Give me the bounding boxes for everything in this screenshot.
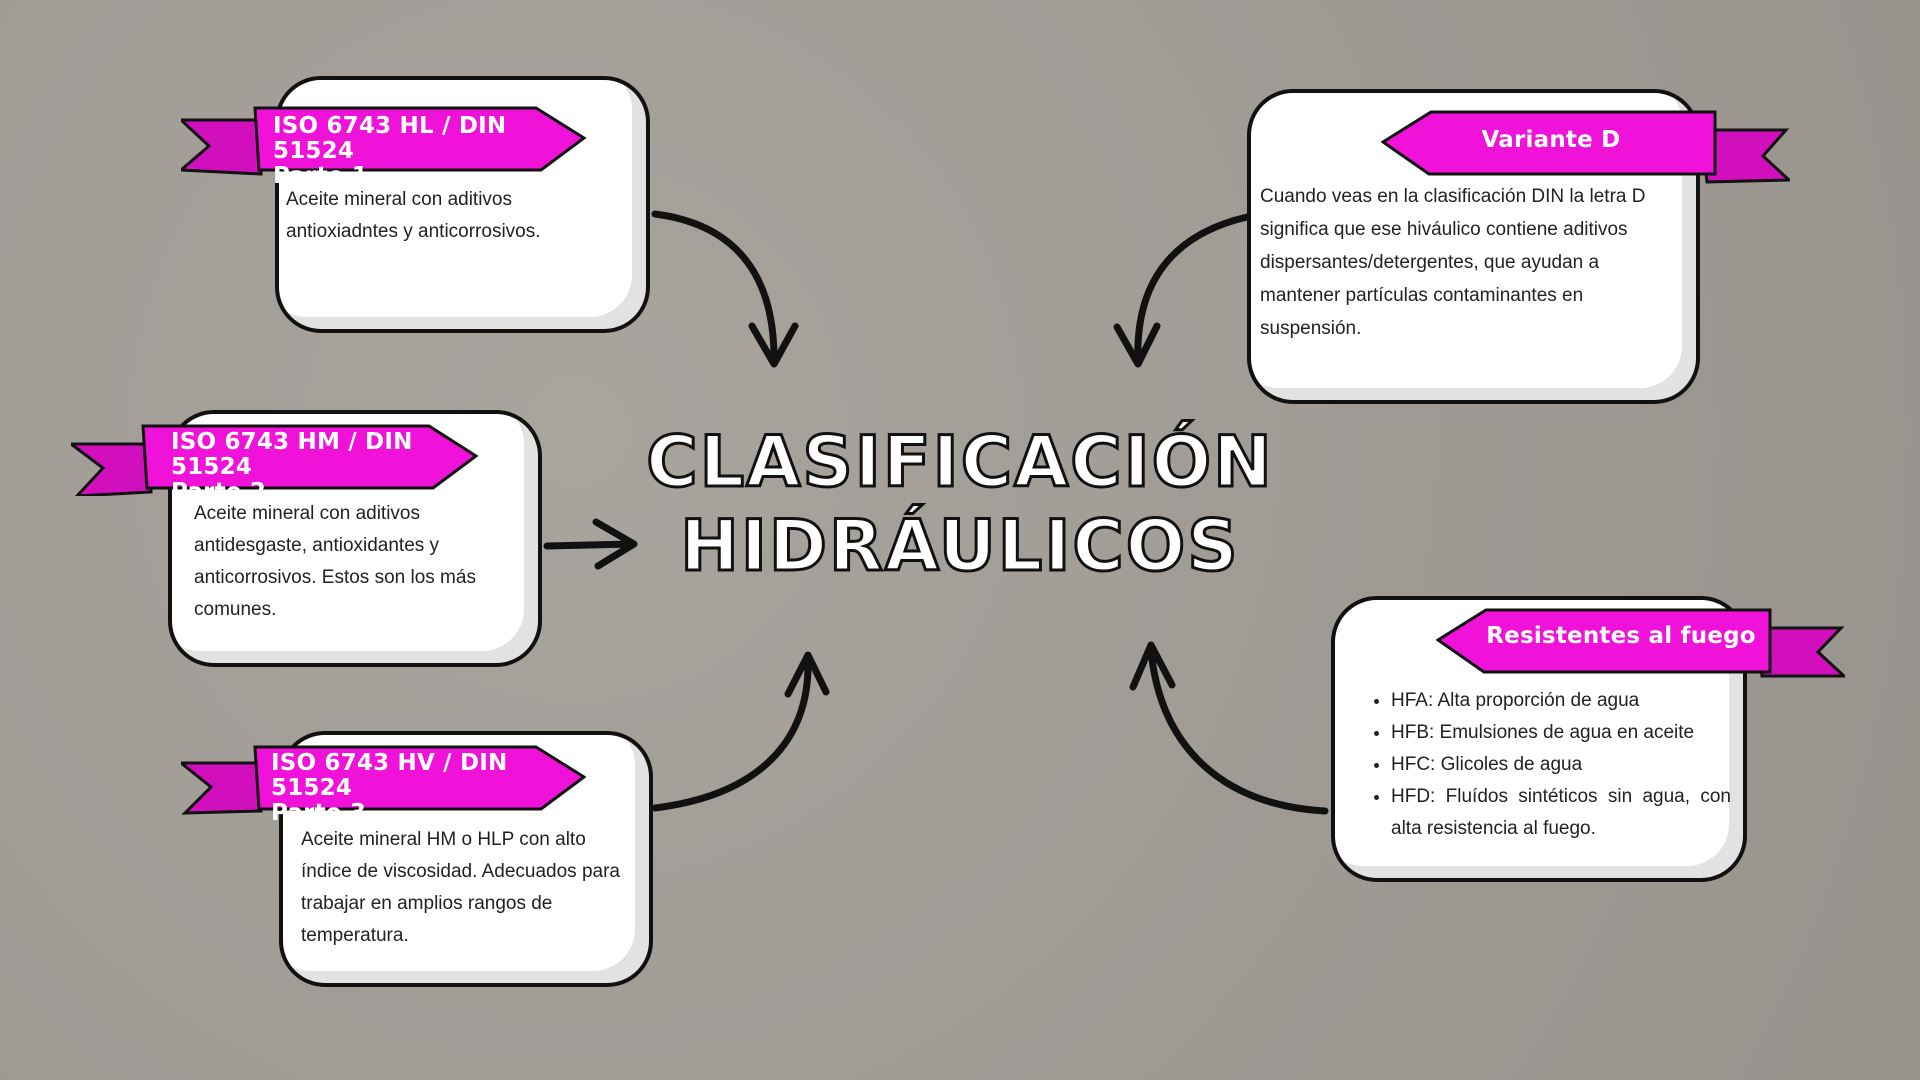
list-item: HFD: Fluídos sintéticos sin agua, con al… xyxy=(1391,781,1731,845)
card-body: Cuando veas en la clasificación DIN la l… xyxy=(1260,186,1646,339)
card-title: Resistentes al fuego xyxy=(1486,623,1756,649)
card-title: Variante D xyxy=(1481,127,1621,153)
title-line2: HIDRÁULICOS xyxy=(679,504,1240,589)
arrow-card3 xyxy=(651,651,830,812)
card-body: Aceite mineral HM o HLP con alto índice … xyxy=(301,829,620,946)
list-item: HFC: Glicoles de agua xyxy=(1391,749,1731,781)
main-title: CLASIFICACIÓN HIDRÁULICOS xyxy=(600,420,1320,589)
fire-resistant-list: HFA: Alta proporción de agua HFB: Emulsi… xyxy=(1367,685,1731,845)
arrow-card1 xyxy=(651,210,799,368)
ribbon-variante-d: Variante D xyxy=(1381,108,1790,186)
arrow-card4 xyxy=(1113,213,1251,368)
title-line1: CLASIFICACIÓN xyxy=(645,420,1274,505)
card-body: Aceite mineral con aditivos antidesgaste… xyxy=(194,503,476,620)
list-item: HFA: Alta proporción de agua xyxy=(1391,685,1731,717)
ribbon-resistentes-fuego: Resistentes al fuego xyxy=(1436,606,1845,680)
arrow-card2 xyxy=(543,518,638,570)
card-body: Aceite mineral con aditivos antioxiadnte… xyxy=(286,189,541,242)
list-item: HFB: Emulsiones de agua en aceite xyxy=(1391,717,1731,749)
arrow-card5 xyxy=(1129,641,1329,815)
